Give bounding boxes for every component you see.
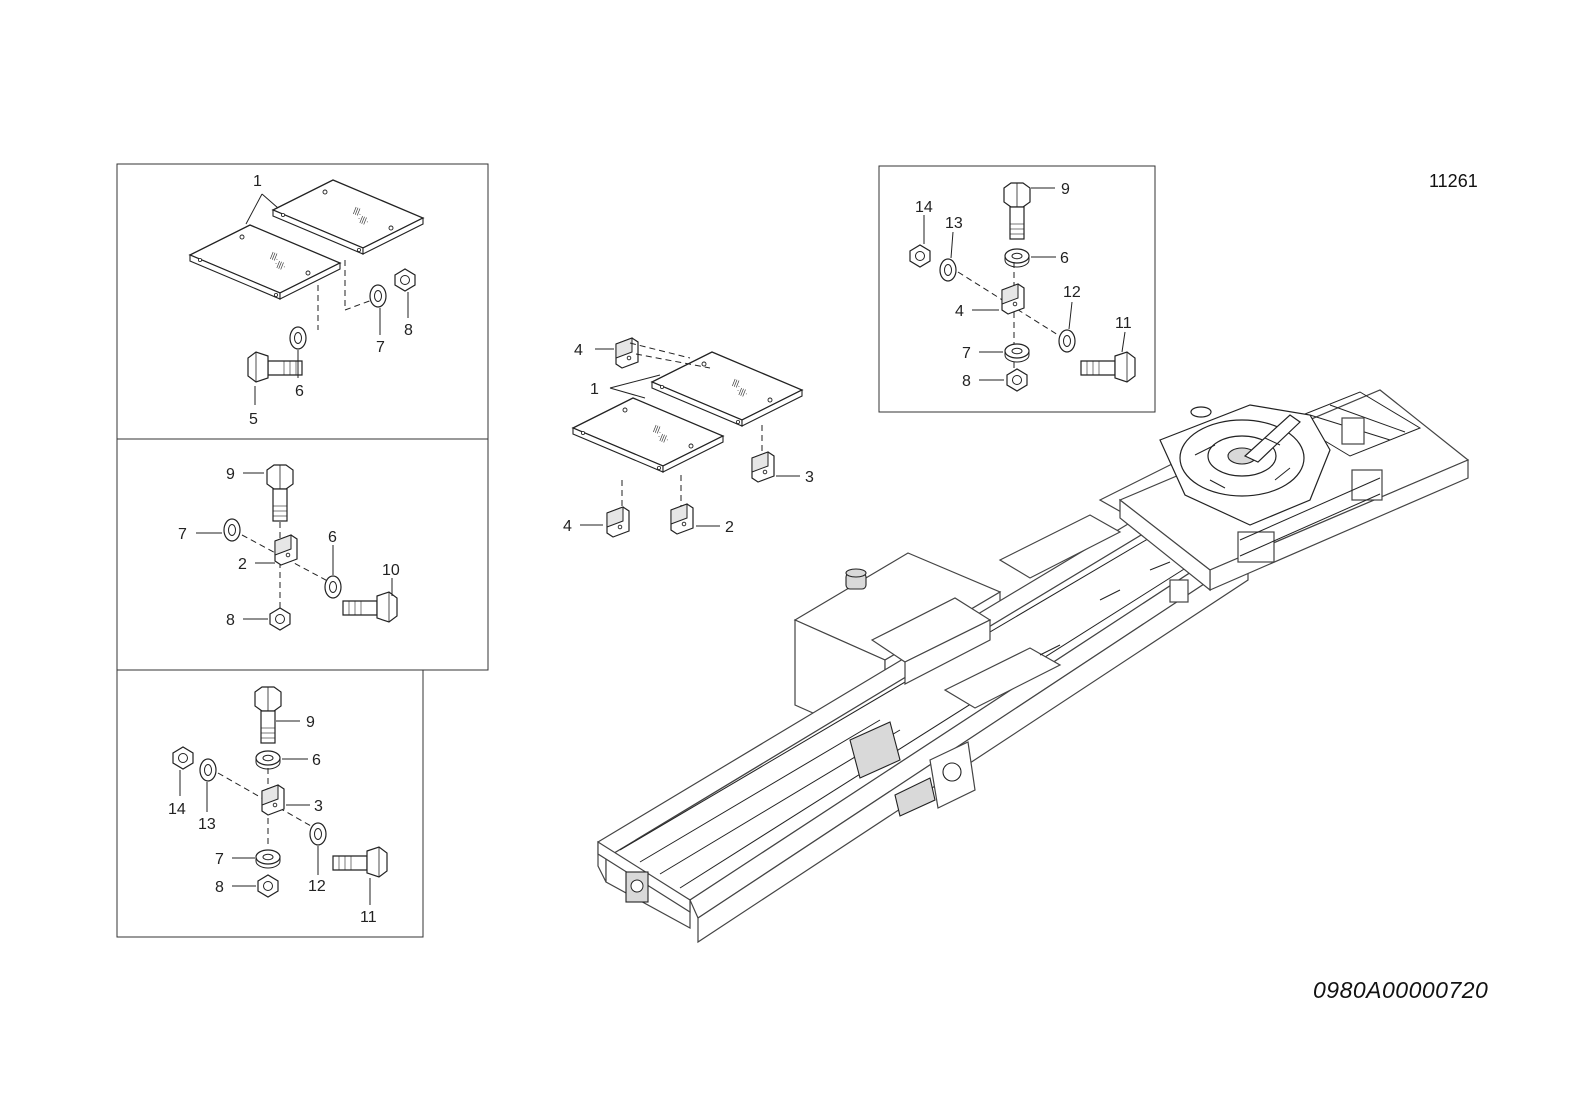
nut (1006, 368, 1028, 392)
callout-13: 13 (198, 816, 216, 833)
panel-c: 9 6 14 13 3 12 11 7 8 (116, 669, 424, 938)
washer (1058, 329, 1076, 353)
callout-1: 1 (590, 381, 599, 398)
bracket (615, 337, 639, 369)
bolt (332, 846, 388, 878)
bracket (751, 451, 775, 483)
callout-2: 2 (725, 519, 734, 536)
panel-b: 9 7 2 6 10 8 (116, 438, 489, 671)
callout-8: 8 (404, 322, 413, 339)
callout-1: 1 (253, 173, 262, 190)
callout-4: 4 (574, 342, 583, 359)
callout-14: 14 (168, 801, 186, 818)
bolt (1080, 351, 1136, 383)
callout-7: 7 (215, 851, 224, 868)
callout-12: 12 (1063, 284, 1081, 301)
washer (1004, 343, 1030, 363)
bolt (266, 464, 294, 522)
bracket (606, 506, 630, 538)
callout-9: 9 (306, 714, 315, 731)
panel-d-frame (878, 165, 1156, 413)
callout-2: 2 (238, 556, 247, 573)
nut (269, 607, 291, 631)
callout-8: 8 (226, 612, 235, 629)
callout-6: 6 (1060, 250, 1069, 267)
callout-5: 5 (249, 411, 258, 428)
cover-plate (272, 179, 424, 255)
nut (257, 874, 279, 898)
bolt (1003, 182, 1031, 240)
bolt (247, 351, 303, 383)
washer (255, 750, 281, 770)
gusset-plate (1169, 417, 1383, 603)
callout-4: 4 (563, 518, 572, 535)
callout-6: 6 (295, 383, 304, 400)
panel-b-frame (116, 438, 489, 671)
bolt (254, 686, 282, 744)
bracket (670, 503, 694, 535)
chassis-frame (597, 389, 1470, 944)
bracket (274, 534, 298, 566)
spring-hanger (849, 721, 976, 817)
bolt (342, 591, 398, 623)
washer (223, 518, 241, 542)
washer (324, 575, 342, 599)
washer (939, 258, 957, 282)
callout-10: 10 (382, 562, 400, 579)
callout-7: 7 (376, 339, 385, 356)
callout-6: 6 (328, 529, 337, 546)
panel-c-frame (116, 669, 424, 938)
callout-9: 9 (226, 466, 235, 483)
callout-11: 11 (360, 909, 377, 926)
callout-14: 14 (915, 199, 933, 216)
callout-3: 3 (314, 798, 323, 815)
nut (172, 746, 194, 770)
nut (394, 268, 416, 292)
panel-a: 1 5 6 7 8 (116, 163, 489, 440)
washer (1004, 248, 1030, 268)
washer (255, 849, 281, 869)
callout-7: 7 (178, 526, 187, 543)
cover-plate (572, 397, 724, 473)
bracket (261, 784, 285, 816)
callout-11: 11 (1115, 315, 1132, 332)
center-group: 4 1 3 4 2 (563, 337, 814, 538)
washer (289, 326, 307, 350)
callout-12: 12 (308, 878, 326, 895)
tow-hook (625, 871, 649, 903)
callout-8: 8 (962, 373, 971, 390)
fifth-wheel (1159, 404, 1331, 526)
callout-3: 3 (805, 469, 814, 486)
callout-4: 4 (955, 303, 964, 320)
drawing-code: 0980A00000720 (1313, 977, 1488, 1003)
diagram-id: 11261 (1429, 171, 1478, 191)
washer (369, 284, 387, 308)
washer (199, 758, 217, 782)
panel-d: 9 14 13 6 4 12 11 7 8 (878, 165, 1156, 413)
callout-6: 6 (312, 752, 321, 769)
washer (309, 822, 327, 846)
nut (909, 244, 931, 268)
callout-9: 9 (1061, 181, 1070, 198)
bracket (1001, 283, 1025, 315)
callout-13: 13 (945, 215, 963, 232)
callout-7: 7 (962, 345, 971, 362)
callout-8: 8 (215, 879, 224, 896)
